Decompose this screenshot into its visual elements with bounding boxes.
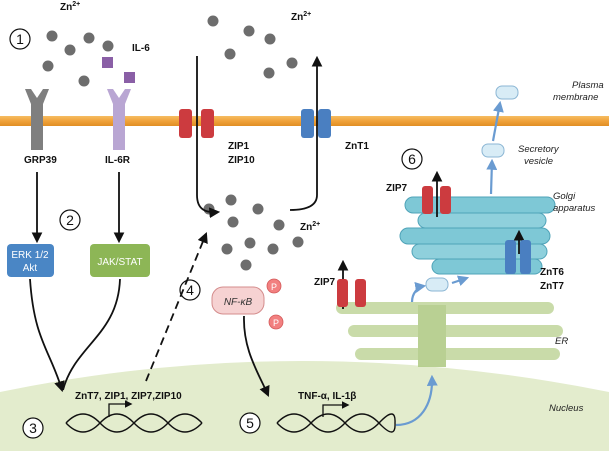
- zip1-label: ZIP1: [228, 141, 250, 152]
- transcription-to-zinc-arrow: [145, 232, 208, 382]
- nfkb-label: NF-κB: [224, 297, 253, 308]
- step-6-label: 6: [408, 151, 416, 167]
- step-5-label: 5: [246, 415, 254, 431]
- zip7-er-label: ZIP7: [314, 277, 336, 288]
- step-4-label: 4: [186, 282, 194, 298]
- znt6-znt7-right: [520, 240, 531, 274]
- step-5-marker: [239, 412, 261, 434]
- nucleus-to-er-arrow: [395, 374, 438, 427]
- endoplasmic-reticulum: [336, 302, 563, 367]
- plasma-membrane-label: Plasma: [572, 80, 604, 91]
- znt1-label: ZnT1: [345, 141, 369, 152]
- erk-label: ERK 1/2: [11, 250, 49, 261]
- er-label: ER: [555, 336, 568, 347]
- vesicles: [425, 85, 519, 292]
- step-3-marker: [22, 417, 44, 439]
- grp39-label: GRP39: [24, 155, 57, 166]
- zip7-golgi-right: [440, 186, 451, 214]
- nucleus-region: [0, 361, 609, 451]
- step-2-marker: [59, 209, 81, 231]
- golgi-label-line2: apparatus: [553, 203, 596, 214]
- il6r-label: IL-6R: [105, 155, 131, 166]
- er-to-vesicle-arrow: [410, 282, 427, 303]
- zn-label-outside-right: Zn2+: [291, 11, 311, 23]
- vesicle-secretory: [481, 143, 505, 158]
- transcription-arrows: [108, 400, 350, 417]
- zn-label-outside-left: Zn2+: [60, 1, 80, 13]
- il6-label: IL-6: [132, 43, 150, 54]
- zip7-er-right: [355, 279, 366, 307]
- step-2-label: 2: [66, 212, 74, 228]
- step-1-marker: [9, 28, 31, 50]
- step-3-label: 3: [29, 420, 37, 436]
- grp39-receptor: [25, 89, 49, 150]
- golgi-to-secretory-arrow: [486, 158, 498, 195]
- step-1-label: 1: [16, 31, 24, 47]
- znt1-channel-right: [318, 109, 331, 138]
- cytokine-genes-label: TNF-α, IL-1β: [298, 391, 356, 402]
- vesicle-er-exit: [425, 277, 449, 292]
- zip7-golgi-left: [422, 186, 433, 214]
- nfkb-to-nucleus-arrow: [243, 315, 270, 397]
- nfkb-box: [211, 286, 265, 315]
- secretory-vesicle-label-line2: vesicle: [524, 156, 553, 167]
- phospho-1: [266, 278, 282, 294]
- zip-influx-arrow: [196, 56, 221, 219]
- znt6-znt7-left: [505, 240, 516, 274]
- znt7-label: ZnT7: [540, 281, 564, 292]
- phospho-1-label: P: [271, 282, 277, 292]
- nucleus-label: Nucleus: [549, 403, 584, 414]
- jak-stat-label: JAK/STAT: [97, 257, 142, 268]
- golgi-label: Golgi: [553, 191, 576, 202]
- znt1-channel-left: [301, 109, 314, 138]
- zinc-ions: [42, 15, 304, 271]
- znt1-efflux-arrow: [289, 55, 323, 211]
- erk-to-nucleus-arrow: [29, 278, 65, 393]
- zinc-genes-label: ZnT7, ZIP1, ZIP7,ZIP10: [75, 391, 182, 402]
- step-4-marker: [179, 279, 201, 301]
- vesicle-membrane: [495, 85, 519, 100]
- zip7-er-left: [337, 279, 348, 307]
- secretory-to-membrane-arrow: [491, 100, 504, 142]
- step-markers: 1 2 3 4 5 6: [9, 28, 423, 439]
- blue-arrows: [395, 100, 504, 427]
- zip1-zip10-channel-right: [201, 109, 214, 138]
- phospho-2: [268, 314, 284, 330]
- dna-helix-right: [276, 413, 396, 433]
- dna-helix-left: [65, 413, 203, 433]
- akt-label: Akt: [23, 263, 38, 274]
- zip10-label: ZIP10: [228, 155, 255, 166]
- zip7-golgi-label: ZIP7: [386, 183, 408, 194]
- secretory-vesicle-label: Secretory: [518, 144, 560, 155]
- plasma-membrane-label-line2: membrane: [553, 92, 598, 103]
- zip1-zip10-channel-left: [179, 109, 192, 138]
- zn-label-cytosol: Zn2+: [300, 221, 320, 233]
- phospho-2-label: P: [273, 318, 279, 328]
- erk-akt-box: [7, 244, 54, 277]
- il6-molecule-1: [102, 57, 113, 68]
- il6r-receptor: [107, 89, 131, 150]
- jak-stat-box: [90, 244, 150, 277]
- znt6-label: ZnT6: [540, 267, 564, 278]
- vesicle-to-golgi-arrow: [451, 275, 470, 287]
- jak-to-nucleus-arrow: [62, 278, 121, 391]
- il6-molecule-2: [124, 72, 135, 83]
- step-6-marker: [401, 148, 423, 170]
- black-arrows: [29, 55, 525, 397]
